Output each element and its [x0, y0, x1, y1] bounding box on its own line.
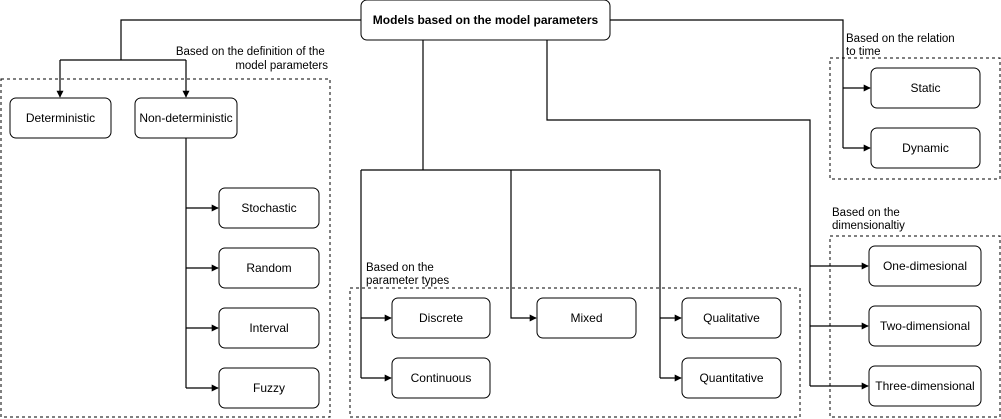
group-dimensionality-label-line-2: dimensionaltiy — [832, 220, 905, 232]
node-three-dimensional-label: Three-dimensional — [875, 379, 974, 393]
group-types-label: Based on the parameter types — [366, 262, 449, 287]
node-dynamic-label: Dynamic — [902, 141, 949, 155]
node-stochastic-label: Stochastic — [241, 201, 296, 215]
group-dimensionality-label: Based on the dimensionaltiy — [832, 207, 905, 232]
edge-root-to-dimensionality — [546, 40, 811, 386]
node-random-label: Random — [246, 261, 291, 275]
node-deterministic-label: Deterministic — [26, 111, 95, 125]
group-definition-label: Based on the definition of the model par… — [176, 46, 328, 72]
group-time-label: Based on the relation to time — [846, 33, 958, 58]
edge-root-to-time — [610, 19, 844, 148]
edge-root-to-definition — [120, 19, 361, 60]
node-fuzzy[interactable]: Fuzzy — [218, 367, 320, 409]
node-two-dimensional-label: Two-dimensional — [880, 319, 970, 333]
node-interval-label: Interval — [249, 321, 288, 335]
node-quantitative[interactable]: Quantitative — [681, 357, 782, 399]
group-types-label-line-2: parameter types — [366, 275, 449, 287]
node-interval[interactable]: Interval — [218, 307, 320, 349]
node-qualitative[interactable]: Qualitative — [681, 297, 782, 339]
node-discrete-label: Discrete — [419, 311, 463, 325]
node-non-deterministic-label: Non-deterministic — [139, 111, 232, 125]
node-random[interactable]: Random — [218, 247, 320, 289]
group-time-label-line-2: to time — [846, 46, 881, 58]
node-dynamic[interactable]: Dynamic — [870, 127, 981, 169]
group-definition-label-line-2: model parameters — [235, 60, 328, 72]
node-static-label: Static — [910, 81, 940, 95]
edge-to-mixed — [510, 170, 537, 322]
node-non-deterministic[interactable]: Non-deterministic — [134, 97, 238, 139]
group-definition-container — [0, 78, 331, 418]
node-stochastic[interactable]: Stochastic — [218, 187, 320, 229]
node-two-dimensional[interactable]: Two-dimensional — [868, 305, 982, 347]
node-fuzzy-label: Fuzzy — [253, 381, 285, 395]
root-node[interactable]: Models based on the model parameters — [360, 0, 611, 41]
node-quantitative-label: Quantitative — [699, 371, 763, 385]
node-one-dimensional[interactable]: One-dimesional — [868, 245, 982, 287]
connectors — [56, 19, 871, 392]
node-three-dimensional[interactable]: Three-dimensional — [868, 365, 982, 407]
root-node-label: Models based on the model parameters — [373, 13, 599, 27]
group-dimensionality-container — [829, 235, 1001, 418]
node-mixed[interactable]: Mixed — [536, 297, 637, 339]
node-qualitative-label: Qualitative — [703, 311, 760, 325]
node-mixed-label: Mixed — [570, 311, 602, 325]
node-continuous-label: Continuous — [411, 371, 472, 385]
group-time-label-line-1: Based on the relation — [846, 33, 955, 45]
group-dimensionality-label-line-1: Based on the — [832, 207, 900, 219]
group-time-container — [829, 57, 1001, 180]
group-types-label-line-1: Based on the — [366, 262, 434, 274]
node-one-dimensional-label: One-dimesional — [883, 259, 967, 273]
node-continuous[interactable]: Continuous — [391, 357, 491, 399]
node-discrete[interactable]: Discrete — [391, 297, 491, 339]
node-deterministic[interactable]: Deterministic — [9, 97, 112, 139]
node-static[interactable]: Static — [870, 67, 981, 109]
group-definition-label-line-1: Based on the definition of the — [176, 46, 325, 58]
group-types-container — [349, 287, 801, 418]
